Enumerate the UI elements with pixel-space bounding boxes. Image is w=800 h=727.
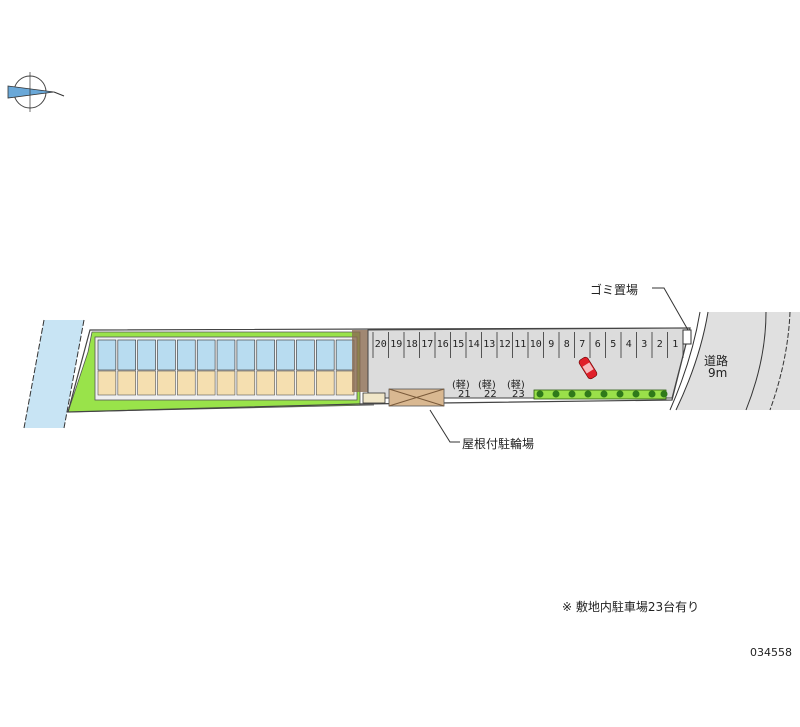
stall-13: 13 — [483, 339, 495, 350]
apartment-unit — [97, 339, 117, 396]
road-width-label: 9m — [708, 366, 728, 380]
stall-9: 9 — [548, 339, 554, 350]
road — [676, 312, 800, 410]
shrub — [568, 390, 576, 398]
stall-14: 14 — [468, 339, 480, 350]
kei-label-22: (軽) — [478, 380, 496, 391]
apartment-unit — [276, 339, 295, 396]
stall-22: 22 — [484, 389, 497, 400]
apartment-unit — [256, 339, 275, 396]
apartment-unit — [296, 339, 315, 396]
stall-18: 18 — [406, 339, 418, 350]
parking-lot — [367, 327, 691, 399]
kei-label-23: (軽) — [507, 380, 525, 391]
parking-note: ※ 敷地内駐車場23台有り — [562, 600, 700, 614]
bicycle-parking-label: 屋根付駐輪場 — [462, 437, 535, 451]
stairs — [352, 330, 368, 392]
stall-8: 8 — [564, 339, 570, 350]
shrub — [648, 390, 656, 398]
stall-11: 11 — [514, 339, 526, 350]
stall-23: 23 — [512, 389, 525, 400]
stall-5: 5 — [610, 339, 616, 350]
stall-6: 6 — [595, 339, 601, 350]
stall-20: 20 — [375, 339, 387, 350]
shrub — [536, 390, 544, 398]
stall-7: 7 — [579, 339, 585, 350]
shrub — [616, 390, 624, 398]
shrub — [600, 390, 608, 398]
stall-12: 12 — [499, 339, 511, 350]
compass-icon — [7, 72, 65, 112]
stall-3: 3 — [641, 339, 647, 350]
road-label: 道路 — [704, 354, 729, 368]
property-code: 034558 — [750, 646, 792, 659]
garbage-station — [682, 329, 692, 345]
apartment-unit — [157, 339, 176, 396]
stall-17: 17 — [421, 339, 433, 350]
apartment-unit — [216, 339, 236, 396]
shrub — [632, 390, 640, 398]
garbage-label: ゴミ置場 — [590, 283, 639, 297]
stall-2: 2 — [657, 339, 663, 350]
bicycle-rack — [362, 392, 386, 404]
stall-4: 4 — [626, 339, 632, 350]
stall-1: 1 — [672, 339, 678, 350]
stall-21: 21 — [458, 389, 471, 400]
shrub — [660, 390, 668, 398]
car-icon — [578, 356, 598, 380]
stall-19: 19 — [390, 339, 402, 350]
apartment-unit — [236, 339, 256, 396]
shrub — [584, 390, 592, 398]
apartment-unit — [177, 339, 196, 396]
kei-label-21: (軽) — [452, 380, 470, 391]
apartment-unit — [137, 339, 156, 396]
stall-10: 10 — [530, 339, 542, 350]
apartment-unit — [117, 339, 136, 396]
stall-16: 16 — [437, 339, 449, 350]
apartment-unit — [316, 339, 335, 396]
stall-15: 15 — [452, 339, 464, 350]
apartment-unit — [335, 339, 355, 396]
apartment-unit — [196, 339, 216, 396]
shrub — [552, 390, 560, 398]
